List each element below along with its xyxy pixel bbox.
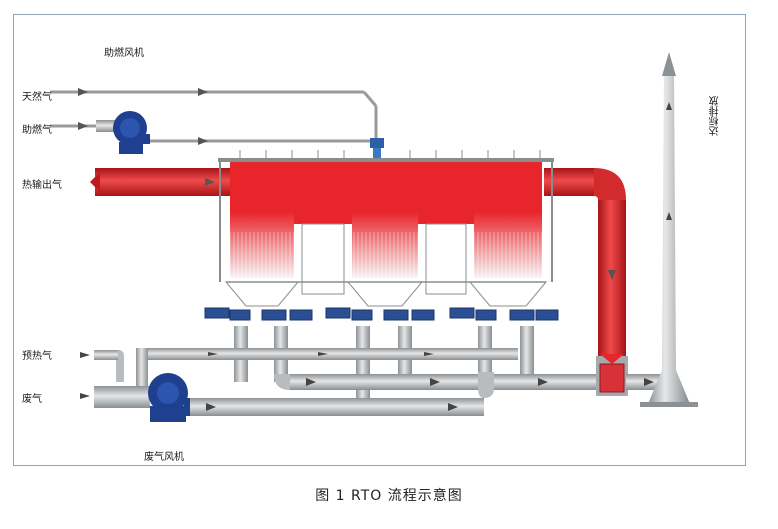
heat-output-pipe [90, 168, 230, 196]
hot-gas-duct [544, 168, 628, 396]
waste-gas-fan-label: 废气风机 [144, 452, 184, 463]
switching-valves [204, 307, 559, 321]
waste-gas-fan-icon [148, 373, 190, 422]
exhaust-stack [640, 52, 698, 407]
inlet-outlet-pipes [80, 326, 666, 416]
combustion-fan-label: 助燃风机 [104, 48, 144, 59]
combustion-air-label: 助燃气 [22, 125, 52, 136]
rto-chamber [218, 150, 554, 307]
combustion-fan-icon [96, 111, 150, 154]
waste-gas-label: 废气 [22, 394, 42, 405]
stack-discharge-label: 达标排放 [710, 96, 721, 136]
preheat-gas-label: 预热气 [22, 351, 52, 362]
natural-gas-line [50, 88, 378, 140]
figure-caption: 图 1 RTO 流程示意图 [315, 488, 463, 504]
natural-gas-label: 天然气 [22, 92, 52, 103]
combustion-air-line [50, 122, 376, 145]
heat-output-label: 热输出气 [22, 180, 62, 191]
